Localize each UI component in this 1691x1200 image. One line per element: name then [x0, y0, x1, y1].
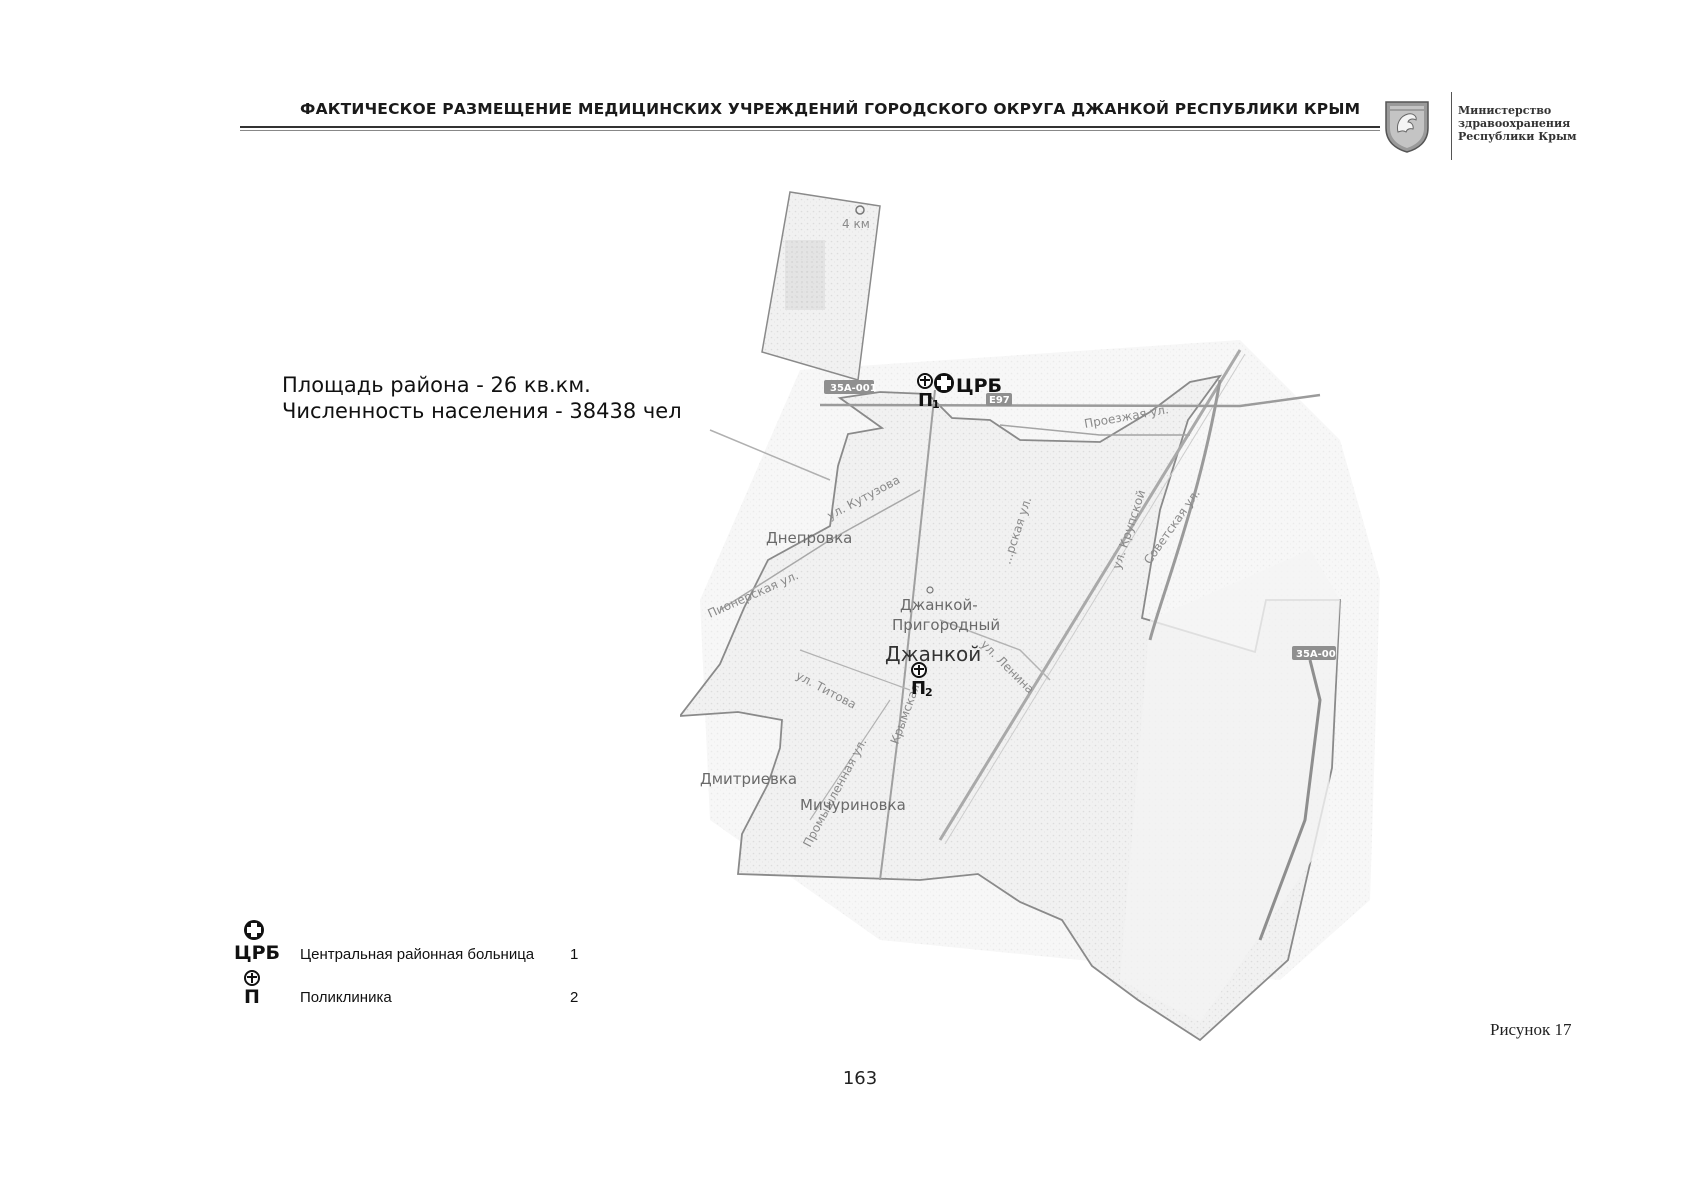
road-kutuzova [719, 489, 921, 611]
legend-clinic-count: 2 [570, 989, 579, 1006]
marker-clinic-1: П 1 [917, 373, 940, 411]
settlement-michurinovka: Мичуриновка [800, 796, 906, 814]
route-shield-1-label: 35А-001 [830, 383, 877, 394]
legend-clinic-symbol: П [244, 986, 260, 1008]
railway-line-inner [944, 353, 1246, 845]
route-shield-1 [824, 380, 874, 394]
clinic-cross-icon [244, 970, 260, 986]
route-shield-2 [986, 393, 1012, 406]
marker-clinic-1-label: П [918, 390, 933, 411]
road-proezzhaya [999, 424, 1190, 436]
route-shield-2-label: Е97 [989, 395, 1010, 406]
marker-hospital: ЦРБ [934, 373, 1002, 397]
ministry-separator [1451, 92, 1452, 160]
header-rule [240, 126, 1380, 128]
legend-row-clinic: П Поликлиника 2 [232, 970, 612, 1014]
settlement-dmitrievka: Дмитриевка [700, 770, 797, 788]
settlement-dzhankoy-prigorodny-1: Джанкой- [900, 596, 978, 614]
legend-row-hospital: ЦРБ Центральная районная больница 1 [232, 918, 612, 964]
marker-clinic-1-sub: 1 [932, 398, 940, 411]
crimea-emblem-icon [1385, 101, 1429, 153]
road-central [879, 389, 936, 881]
road-curve-east [1148, 379, 1222, 641]
ministry-line-3: Республики Крым [1458, 130, 1577, 143]
district-map: 4 км 35А-001 Е97 35А-00 Проезжая ул. ул.… [680, 180, 1500, 1060]
ministry-name: Министерство здравоохранения Республики … [1458, 104, 1598, 143]
legend-hospital-label: Центральная районная больница [300, 946, 535, 963]
road-titova [799, 649, 911, 691]
enclave-shading [785, 240, 825, 310]
marker-hospital-label: ЦРБ [956, 375, 1002, 397]
road-west-diagonal [709, 429, 831, 481]
header-rule-thin [240, 130, 1380, 131]
eastern-field [1120, 550, 1340, 1022]
marker-clinic-2-sub: 2 [925, 686, 933, 699]
route-shield-3 [1292, 646, 1336, 660]
settlement-dzhankoy-prigorodny-2: Пригородный [892, 616, 1000, 634]
marker-clinic-2-label: П [911, 678, 926, 699]
legend-hospital-symbol: ЦРБ [234, 942, 281, 964]
road-east-edge [1258, 659, 1322, 941]
hospital-cross-icon [244, 920, 264, 940]
page-number: 163 [842, 1068, 878, 1089]
district-area: Площадь района - 26 кв.км. [282, 373, 591, 397]
page-title: ФАКТИЧЕСКОЕ РАЗМЕЩЕНИЕ МЕДИЦИНСКИХ УЧРЕЖ… [300, 100, 1361, 118]
settlement-dneprovka: Днепровка [766, 529, 852, 547]
legend-hospital-count: 1 [570, 946, 579, 963]
route-shield-3-label: 35А-00 [1296, 649, 1336, 660]
road-north [819, 393, 1321, 408]
district-info: Площадь района - 26 кв.км. Численность н… [282, 372, 688, 424]
ministry-line-2: здравоохранения [1458, 117, 1571, 130]
figure-caption: Рисунок 17 [1490, 1020, 1572, 1039]
district-population: Численность населения - 38438 чел. [282, 399, 689, 423]
marker-clinic-2: П 2 [911, 662, 933, 699]
road-promyshlennaya [809, 699, 891, 821]
station-dot [926, 586, 934, 594]
ministry-line-1: Министерство [1458, 104, 1552, 117]
settlement-dzhankoy: Джанкой [885, 642, 981, 666]
railway-line [938, 349, 1242, 841]
map-legend: ЦРБ Центральная районная больница 1 П По… [232, 918, 612, 1018]
road-lenina [939, 619, 1051, 681]
distance-marker-dot [855, 205, 865, 215]
distance-marker-label: 4 км [842, 217, 870, 231]
legend-clinic-label: Поликлиника [300, 989, 392, 1006]
